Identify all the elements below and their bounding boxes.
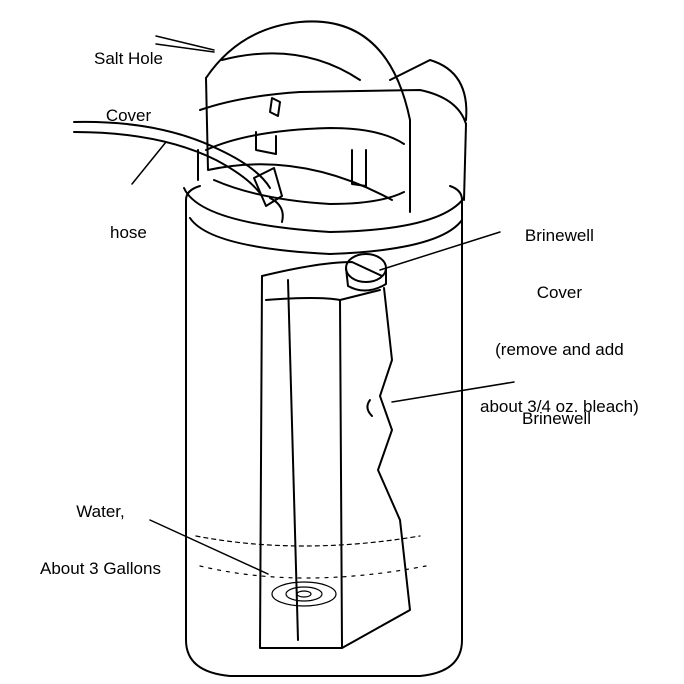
brinewell-cover-line2: Cover [480, 283, 639, 302]
water-line2: About 3 Gallons [40, 559, 161, 578]
hose-text: hose [110, 223, 147, 242]
hinge-clips [256, 98, 366, 186]
leader-lines [132, 36, 514, 574]
brinewell-cover-line1: Brinewell [480, 226, 639, 245]
salt-hole-cover [206, 21, 466, 212]
brinewell-text: Brinewell [522, 409, 591, 428]
brinewell-label: Brinewell [522, 371, 591, 447]
brinewell-cover [346, 254, 386, 291]
brinewell-cover-line3: (remove and add [480, 340, 639, 359]
salt-hole-cover-line1: Salt Hole [94, 49, 163, 68]
water-line1: Water, [40, 502, 161, 521]
water-ripples [196, 536, 426, 606]
salt-hole-cover-line2: Cover [94, 106, 163, 125]
water-label: Water, About 3 Gallons [40, 464, 161, 597]
hose-label: hose [110, 185, 147, 261]
tank-body [186, 186, 462, 676]
salt-hole-cover-label: Salt Hole Cover [94, 11, 163, 144]
